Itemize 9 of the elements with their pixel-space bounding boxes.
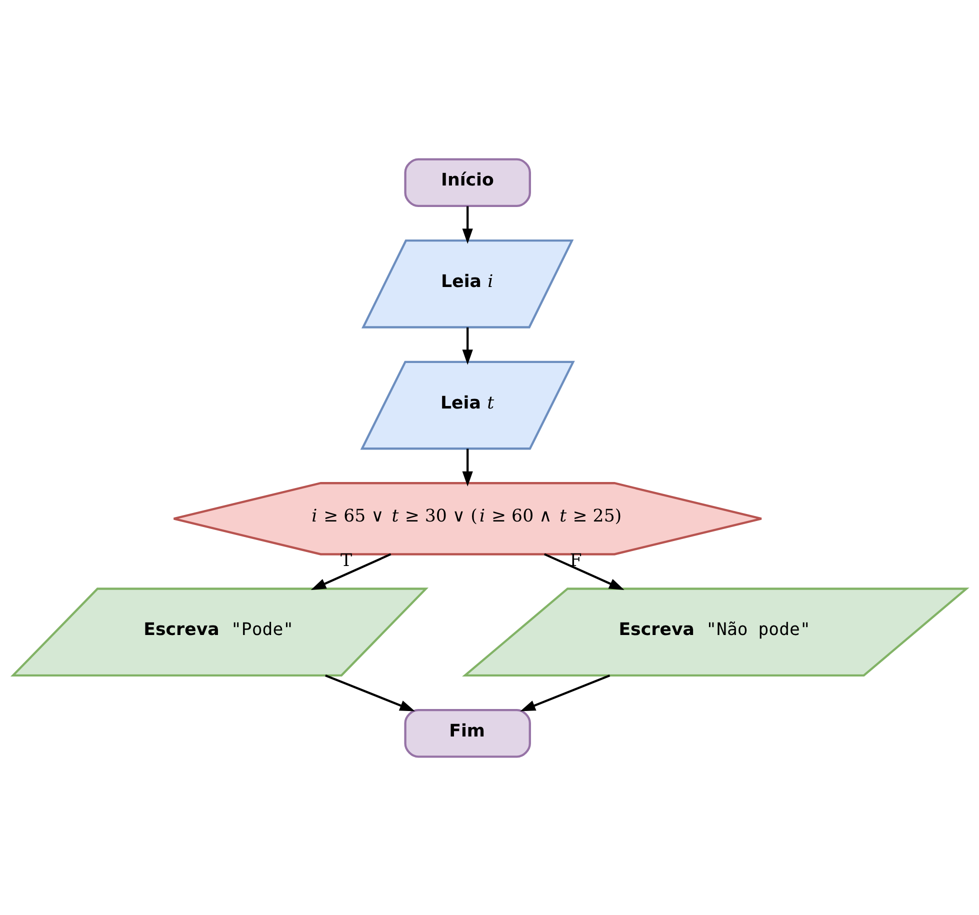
node-box: Fim — [404, 708, 531, 758]
arrow — [310, 552, 392, 590]
arrow — [462, 206, 473, 244]
arrow — [325, 674, 415, 711]
arrow — [520, 674, 610, 711]
arrow — [462, 326, 473, 364]
arrow — [544, 552, 624, 590]
arrow — [462, 448, 473, 486]
node-box: Início — [404, 158, 531, 206]
